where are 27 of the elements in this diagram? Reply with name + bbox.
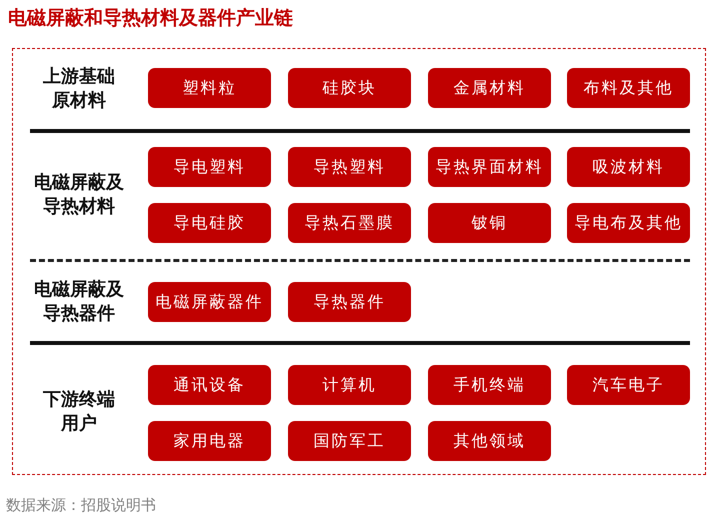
row-heading: 上游基础原材料 bbox=[42, 65, 116, 113]
chain-item-box: 金属材料 bbox=[428, 68, 551, 108]
row-heading: 下游终端用户 bbox=[42, 388, 116, 436]
chain-item-box: 硅胶块 bbox=[288, 68, 411, 108]
source-note: 数据来源：招股说明书 bbox=[6, 495, 156, 515]
chain-item-box: 通讯设备 bbox=[148, 365, 271, 405]
chain-item-box: 吸波材料 bbox=[567, 147, 690, 187]
chain-item-box: 导电布及其他 bbox=[567, 203, 690, 243]
chain-item-box: 手机终端 bbox=[428, 365, 551, 405]
chain-item-box: 国防军工 bbox=[288, 421, 411, 461]
chain-item-box: 铍铜 bbox=[428, 203, 551, 243]
chain-item-box: 汽车电子 bbox=[567, 365, 690, 405]
chain-item-box: 家用电器 bbox=[148, 421, 271, 461]
chain-item-box: 导热塑料 bbox=[288, 147, 411, 187]
row-heading: 电磁屏蔽及导热器件 bbox=[33, 278, 125, 326]
chain-item-box: 布料及其他 bbox=[567, 68, 690, 108]
chain-item-box: 导电硅胶 bbox=[148, 203, 271, 243]
chain-item-box: 计算机 bbox=[288, 365, 411, 405]
chain-item-box: 其他领域 bbox=[428, 421, 551, 461]
chain-item-box: 电磁屏蔽器件 bbox=[148, 282, 271, 322]
chain-item-box: 导热器件 bbox=[288, 282, 411, 322]
chain-item-box: 导热界面材料 bbox=[428, 147, 551, 187]
chain-item-box: 导电塑料 bbox=[148, 147, 271, 187]
chain-item-box: 导热石墨膜 bbox=[288, 203, 411, 243]
chain-item-box: 塑料粒 bbox=[148, 68, 271, 108]
row-heading: 电磁屏蔽及导热材料 bbox=[33, 171, 125, 219]
diagram-title: 电磁屏蔽和导热材料及器件产业链 bbox=[8, 6, 293, 30]
